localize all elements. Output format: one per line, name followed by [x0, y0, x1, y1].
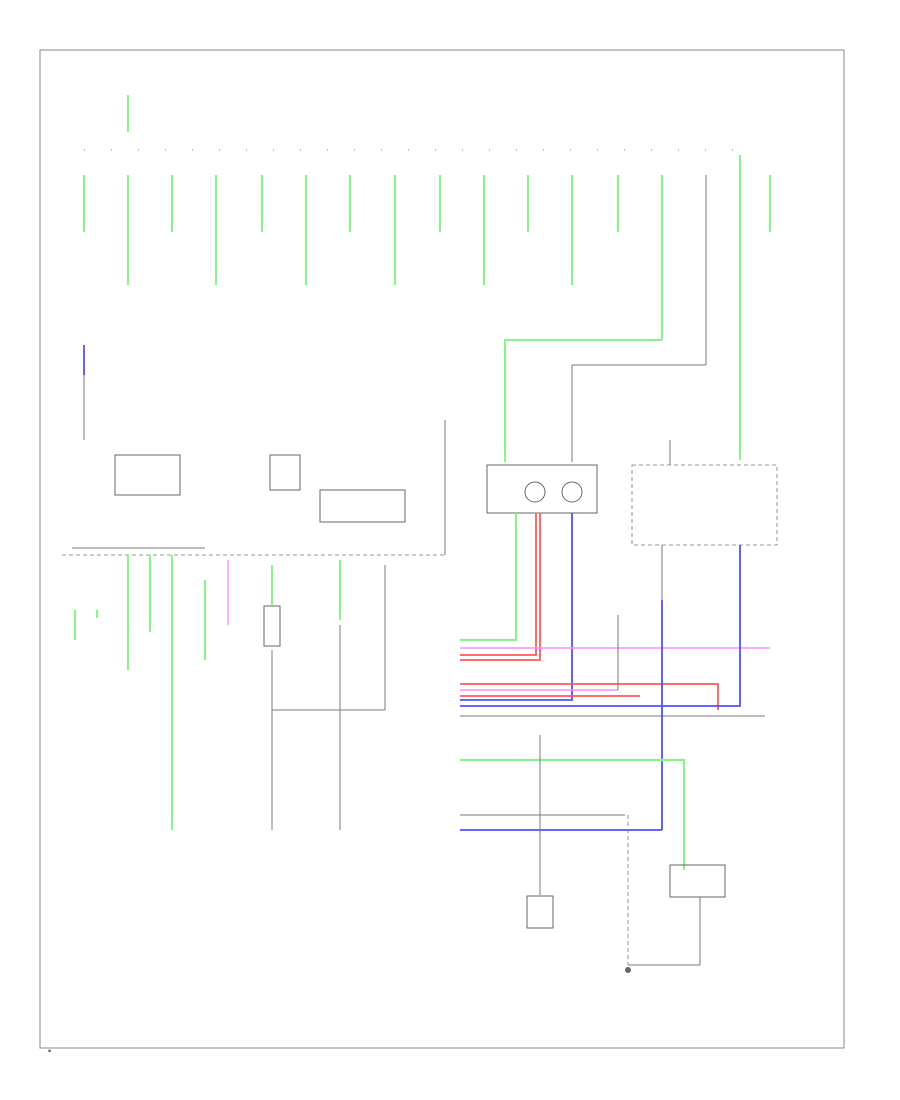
footer-code: ▪ [48, 1049, 51, 1054]
top-feed [84, 95, 740, 151]
top-drops [82, 155, 772, 460]
connector-bus [460, 513, 770, 973]
diagram-frame [39, 49, 845, 1049]
meter-feed-wires [503, 338, 706, 462]
right-meter-section [486, 440, 778, 546]
left-relay-section [62, 345, 446, 556]
left-bottom-drops [73, 555, 386, 830]
